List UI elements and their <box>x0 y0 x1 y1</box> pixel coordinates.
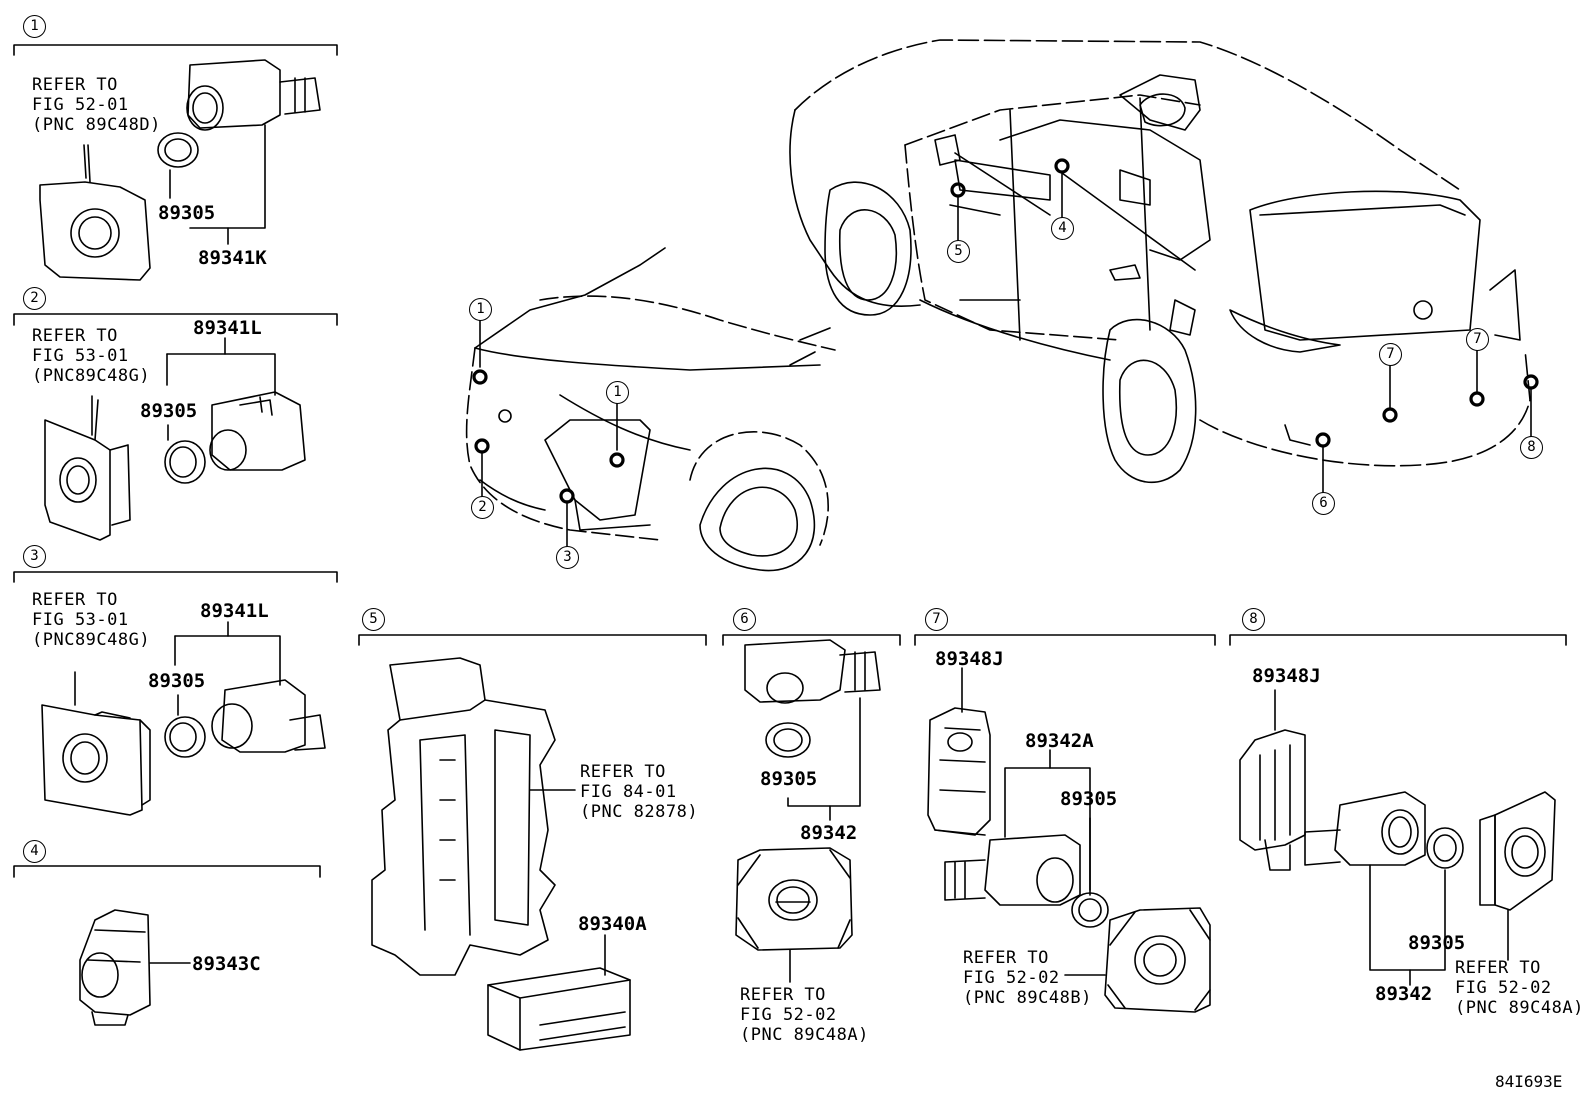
sensor-dot <box>950 182 966 198</box>
callout-rear-7b: 7 <box>1466 328 1489 351</box>
sensor-dot <box>472 369 488 385</box>
refer-note-7: REFER TO FIG 52-02 (PNC 89C48B) <box>963 948 1092 1008</box>
callout-front-2: 2 <box>471 496 494 519</box>
part-number: 89305 <box>148 670 206 692</box>
section-number-5: 5 <box>362 608 385 631</box>
rear-view-art <box>789 39 1531 484</box>
part-number: 89340A <box>578 913 647 935</box>
callout-side-5: 5 <box>947 240 970 263</box>
callout-rear-7a: 7 <box>1379 343 1402 366</box>
section4-art <box>79 909 191 1026</box>
refer-note-6: REFER TO FIG 52-02 (PNC 89C48A) <box>740 985 869 1045</box>
section-number-1: 1 <box>23 15 46 38</box>
callout-rear-8: 8 <box>1520 436 1543 459</box>
sensor-dot <box>559 488 575 504</box>
callout-front-3: 3 <box>556 546 579 569</box>
section-number-3: 3 <box>23 545 46 568</box>
section-brackets <box>13 44 1567 878</box>
callout-side-4: 4 <box>1051 217 1074 240</box>
section-number-7: 7 <box>925 608 948 631</box>
sensor-dot <box>609 452 625 468</box>
section-number-8: 8 <box>1242 608 1265 631</box>
sensor-dot <box>474 438 490 454</box>
section5-art <box>371 657 631 1051</box>
callout-leaders <box>479 152 1532 547</box>
part-number: 89341L <box>193 317 262 339</box>
part-number: 89341L <box>200 600 269 622</box>
part-number: 89305 <box>140 400 198 422</box>
part-number: 89305 <box>158 202 216 224</box>
sensor-dot <box>1523 374 1539 390</box>
section-number-4: 4 <box>23 840 46 863</box>
drawing-code: 84I693E <box>1495 1072 1563 1091</box>
part-number: 89305 <box>1060 788 1118 810</box>
front-view-art <box>465 247 836 572</box>
section-number-6: 6 <box>733 608 756 631</box>
sensor-dot <box>1469 391 1485 407</box>
refer-note-3: REFER TO FIG 53-01 (PNC89C48G) <box>32 590 151 650</box>
section6-art <box>735 639 881 983</box>
refer-note-8: REFER TO FIG 52-02 (PNC 89C48A) <box>1455 958 1584 1018</box>
sensor-dot <box>1054 158 1070 174</box>
part-number: 89305 <box>1408 932 1466 954</box>
part-number: 89342A <box>1025 730 1094 752</box>
callout-front-1b: 1 <box>606 381 629 404</box>
part-number: 89342 <box>800 822 858 844</box>
callout-front-1a: 1 <box>469 298 492 321</box>
section2-art <box>44 337 306 541</box>
section1-art <box>39 59 321 281</box>
sensor-dot <box>1382 407 1398 423</box>
part-number: 89343C <box>192 953 261 975</box>
part-number: 89305 <box>760 768 818 790</box>
section-number-2: 2 <box>23 287 46 310</box>
sensor-dots <box>472 158 1539 504</box>
part-number: 89341K <box>198 247 267 269</box>
refer-note-1: REFER TO FIG 52-01 (PNC 89C48D) <box>32 75 161 135</box>
refer-note-2: REFER TO FIG 53-01 (PNC89C48G) <box>32 326 151 386</box>
section8-art <box>1239 689 1556 986</box>
part-number: 89342 <box>1375 983 1433 1005</box>
part-number: 89348J <box>935 648 1004 670</box>
callout-rear-6: 6 <box>1312 492 1335 515</box>
part-number: 89348J <box>1252 665 1321 687</box>
section3-art <box>41 621 326 816</box>
sensor-dot <box>1315 432 1331 448</box>
refer-note-5: REFER TO FIG 84-01 (PNC 82878) <box>580 762 699 822</box>
section7-art <box>927 667 1211 1013</box>
